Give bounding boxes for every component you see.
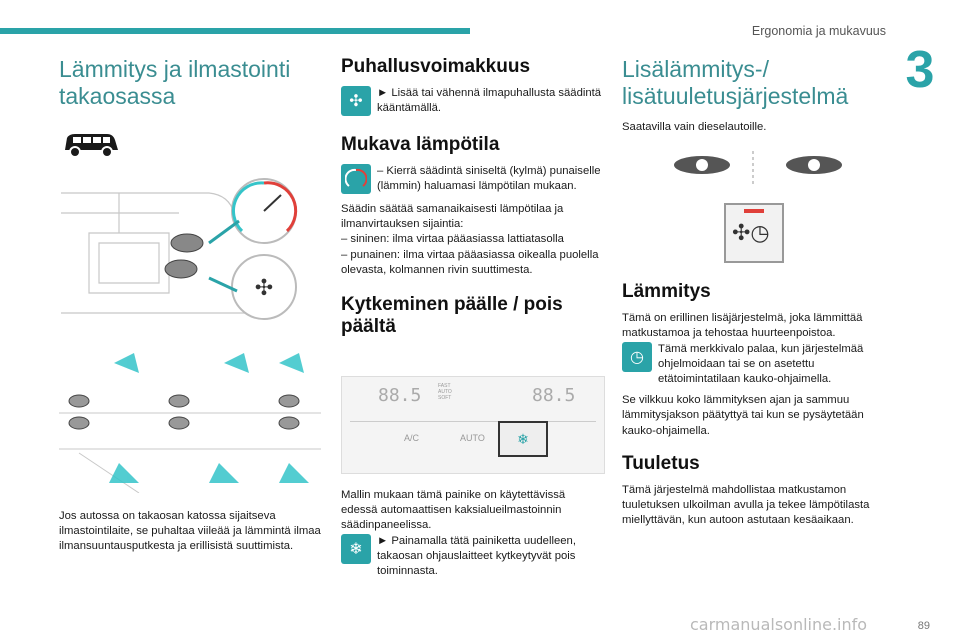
svg-text:✣: ✣ <box>255 276 273 301</box>
ventilation-text: Tämä järjestelmä mahdollistaa matkustamo… <box>622 483 870 527</box>
fan-speed-heading: Puhallusvoimakkuus <box>341 56 531 77</box>
temp-list-2: – punainen: ilma virtaa pääasiassa oikea… <box>341 248 599 276</box>
panel-display-left: 88.5 <box>378 385 422 407</box>
comfort-temp-heading: Mukava lämpötila <box>341 134 500 155</box>
panel-display-right: 88.5 <box>532 385 576 407</box>
heating-text: Tämä on erillinen lisäjärjestelmä, joka … <box>622 312 863 340</box>
top-accent-bar <box>0 28 470 34</box>
ventilation-heading: Tuuletus <box>622 452 700 474</box>
temp-knob <box>231 178 298 244</box>
heating-indicator-block: ◷ Tämä merkkivalo palaa, kun järjestelmä… <box>622 341 884 388</box>
heater-indicator-icon: ◷ <box>622 341 652 372</box>
column-aux-heating: Lisälämmitys-/ lisätuuletusjärjestelmä S… <box>622 56 884 528</box>
column-controls: Puhallusvoimakkuus ✣ ► Lisää tai vähennä… <box>341 56 605 585</box>
steering-wheel-illustration <box>674 151 842 188</box>
aux-heating-title: Lisälämmitys-/ lisätuuletusjärjestelmä <box>622 56 849 109</box>
airflow-illustration <box>59 353 321 493</box>
heating-text-3: Se vilkkuu koko lämmityksen ajan ja samm… <box>622 394 864 437</box>
column-rear-climate: Lämmitys ja ilmastointi takaosassa ✣ <box>59 56 321 555</box>
onoff-text-2: ► Painamalla tätä painiketta uudelleen, … <box>377 534 576 578</box>
control-panel-illustration: 88.5 FAST AUTO SOFT 88.5 A/C AUTO ❄ <box>341 376 605 475</box>
van-icon <box>65 134 118 158</box>
rear-climate-icon: ❄ <box>341 533 371 564</box>
fan-icon: ✣ <box>341 86 371 116</box>
rear-climate-paragraph: Jos autossa on takaosan katossa sijaitse… <box>59 510 321 553</box>
rear-climate-button[interactable]: ❄ <box>498 421 548 458</box>
watermark: carmanualsonline.info <box>690 615 868 634</box>
temp-text-2: Säädin säätää samanaikaisesti lämpötilaa… <box>341 203 564 231</box>
rear-control-illustration: ✣ <box>59 173 321 343</box>
fan-speed-text: ► Lisää tai vähennä ilmapuhallusta säädi… <box>377 87 602 115</box>
temp-list-1: – sininen: ilma virtaa pääasiassa lattia… <box>341 233 564 246</box>
heating-heading: Lämmitys <box>622 281 711 303</box>
panel-ac-button[interactable]: A/C <box>404 433 420 444</box>
rear-climate-title: Lämmitys ja ilmastointi takaosassa <box>59 56 291 109</box>
availability-text: Saatavilla vain dieselautoille. <box>622 121 767 133</box>
onoff-heading: Kytkeminen päälle / pois päältä <box>341 294 563 338</box>
page-number: 89 <box>917 620 930 632</box>
panel-mode-label: FAST AUTO SOFT <box>438 383 452 402</box>
fan-speed-block: ✣ ► Lisää tai vähennä ilmapuhallusta sää… <box>341 86 603 118</box>
onoff-block: ❄ ► Painamalla tätä painiketta uudelleen… <box>341 533 603 580</box>
fan-knob: ✣ <box>231 254 297 320</box>
temp-text: – Kierrä säädintä siniseltä (kylmä) puna… <box>377 165 601 193</box>
section-header: Ergonomia ja mukavuus <box>751 24 886 38</box>
heating-text-2: Tämä merkkivalo palaa, kun järjestelmää … <box>658 342 864 386</box>
heater-indicator-illustration: ✣◷ <box>724 203 784 264</box>
chapter-number: 3 <box>905 41 935 99</box>
onoff-text: Mallin mukaan tämä painike on käytettävi… <box>341 489 566 532</box>
panel-auto-button[interactable]: AUTO <box>460 433 485 444</box>
temperature-knob-icon <box>341 164 371 194</box>
temp-block: – Kierrä säädintä siniseltä (kylmä) puna… <box>341 164 603 196</box>
